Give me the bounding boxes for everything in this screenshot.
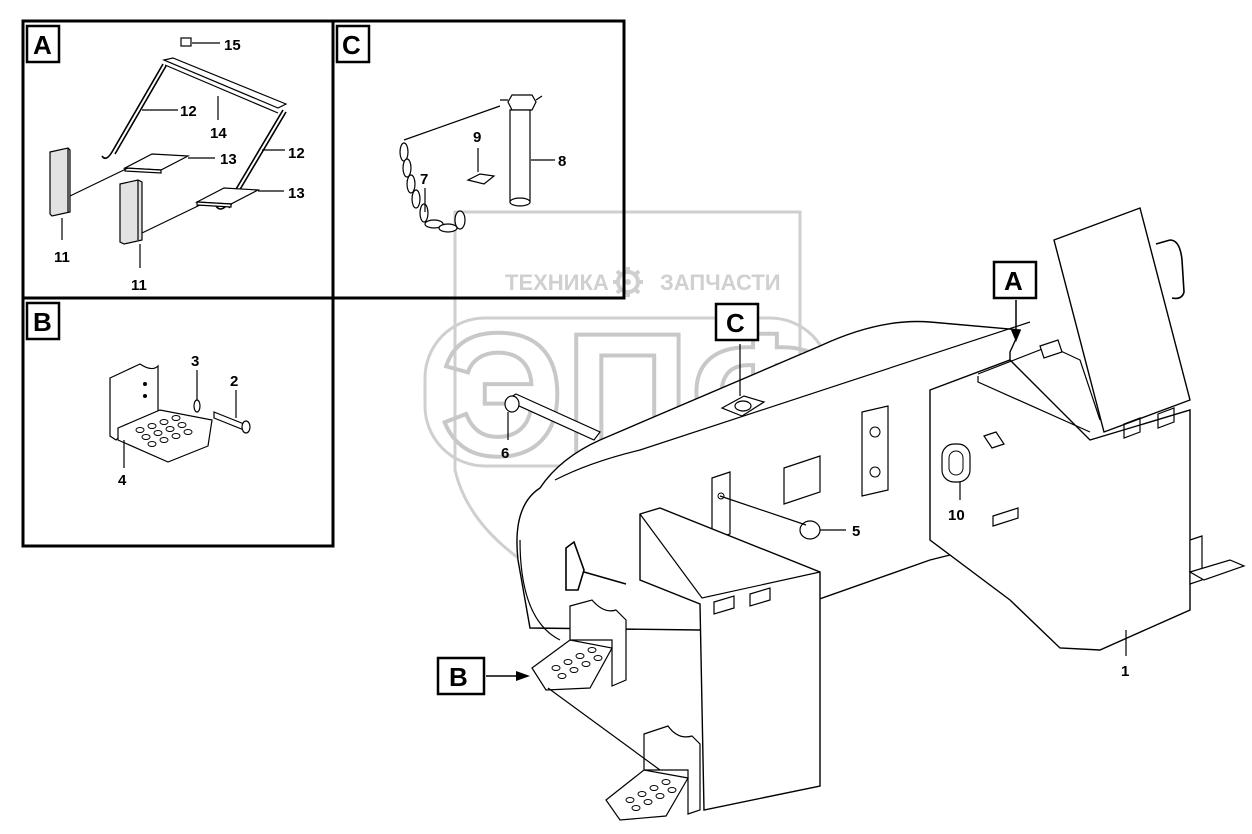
svg-text:A: A — [1004, 266, 1023, 296]
clip-9 — [466, 173, 496, 185]
part-label-13-lower: 13 — [288, 185, 305, 202]
svg-text:C: C — [726, 308, 745, 338]
cap-15 — [180, 37, 192, 47]
part-label-12-left: 12 — [180, 103, 197, 120]
inset-frames — [21, 19, 626, 548]
inset-a-drawing — [49, 37, 288, 268]
part-label-11-left: 11 — [54, 249, 70, 266]
step-b-upper — [569, 599, 627, 687]
svg-text:B: B — [33, 307, 52, 337]
inset-b-badge: B — [25, 301, 61, 341]
pin-8 — [507, 94, 537, 111]
part-label-3: 3 — [191, 353, 199, 370]
svg-text:C: C — [342, 30, 361, 60]
part-labels: 15 12 14 12 13 13 11 11 9 8 7 3 2 4 6 5 … — [54, 37, 1129, 680]
washer-3 — [193, 399, 201, 413]
clamp-plate — [861, 405, 889, 497]
watermark-text-left: ТЕХНИКА — [505, 270, 609, 295]
part-label-7: 7 — [420, 171, 428, 188]
part-label-5: 5 — [852, 523, 860, 540]
gear-icon — [613, 267, 643, 297]
inset-c-badge: C — [335, 24, 371, 64]
inset-b-frame — [21, 296, 335, 548]
block-11-left — [49, 147, 71, 217]
svg-text:A: A — [33, 30, 52, 60]
handle-10 — [941, 443, 971, 483]
svg-text:B: B — [449, 662, 468, 692]
block-11-right — [119, 179, 143, 245]
part-label-11-right: 11 — [131, 277, 147, 294]
callout-b: B — [436, 656, 530, 696]
step-b-lower — [643, 725, 701, 815]
bolt-2 — [213, 411, 245, 431]
part-label-13-upper: 13 — [220, 151, 237, 168]
part-label-12-right: 12 — [288, 145, 305, 162]
part-label-9: 9 — [473, 129, 481, 146]
inset-b-drawing — [109, 363, 251, 468]
part-label-2: 2 — [230, 373, 238, 390]
bar-14 — [162, 57, 288, 109]
step-holes — [135, 415, 193, 447]
inset-c-frame — [331, 19, 626, 300]
part-label-14: 14 — [210, 125, 227, 142]
part-label-6: 6 — [501, 445, 509, 462]
part-label-4: 4 — [118, 472, 127, 489]
main-assembly — [504, 207, 1246, 821]
part-label-8: 8 — [558, 153, 566, 170]
part-label-15: 15 — [224, 37, 241, 54]
chain-7 — [399, 105, 501, 233]
inset-a-badge: A — [25, 24, 61, 64]
rod-12-left — [101, 63, 164, 160]
part-label-1: 1 — [1121, 663, 1129, 680]
part-label-10: 10 — [948, 507, 965, 524]
toolbox-lid — [1053, 207, 1191, 433]
callout-a: A — [992, 260, 1038, 342]
plate-13-lower — [194, 187, 261, 205]
watermark-text-right: ЗАПЧАСТИ — [660, 270, 781, 295]
plate-13-upper — [122, 153, 191, 171]
front-toolbox — [639, 507, 821, 811]
callout-c: C — [714, 302, 760, 342]
inset-c-drawing — [399, 94, 555, 233]
